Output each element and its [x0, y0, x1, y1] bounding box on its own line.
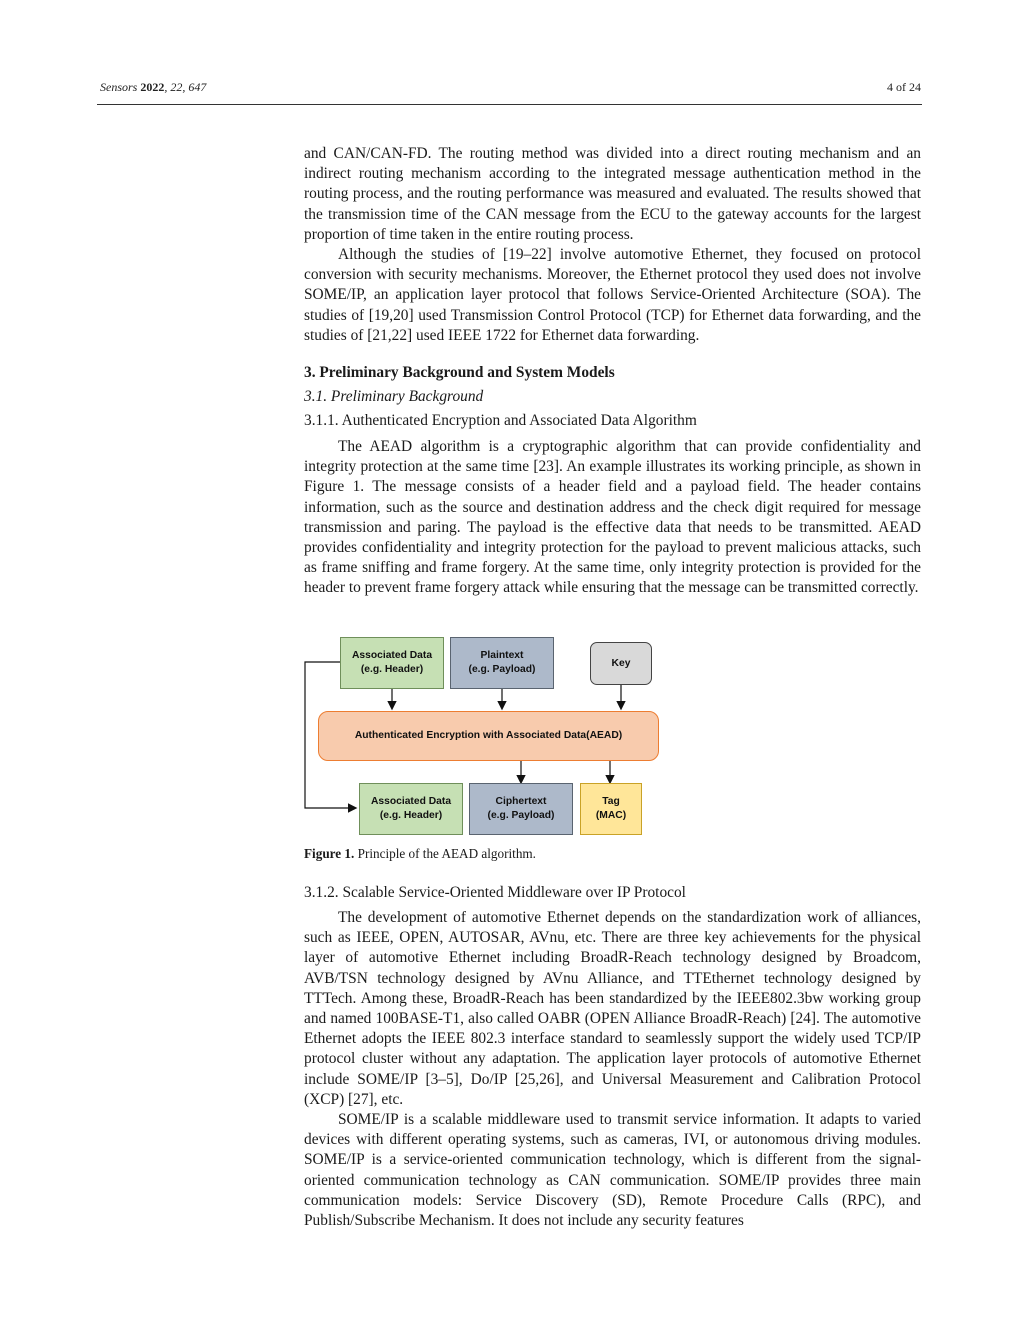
paragraph-5: SOME/IP is a scalable middleware used to…: [304, 1111, 921, 1230]
plaintext-box: Plaintext (e.g. Payload): [450, 637, 554, 689]
figure-caption-label: Figure 1.: [304, 846, 355, 861]
paragraph-3: The AEAD algorithm is a cryptographic al…: [304, 438, 921, 597]
diagram-connectors: [304, 661, 626, 813]
section-heading-wrap: 3. Preliminary Background and System Mod…: [304, 364, 921, 382]
section-heading: 3. Preliminary Background and System Mod…: [304, 364, 615, 381]
key-box: Key: [590, 642, 652, 685]
associated-data-output-box: Associated Data (e.g. Header): [359, 783, 463, 835]
subsubsection-heading-2: 3.1.2. Scalable Service-Oriented Middlew…: [304, 884, 686, 901]
ciphertext-box: Ciphertext (e.g. Payload): [469, 783, 573, 835]
subsubsection-heading-1: 3.1.1. Authenticated Encryption and Asso…: [304, 412, 697, 429]
journal-name: Sensors: [100, 80, 138, 94]
arrow-assoc-bypass: [304, 661, 358, 813]
text-block-top: and CAN/CAN-FD. The routing method was d…: [304, 144, 921, 346]
aead-diagram: Associated Data (e.g. Header) Plaintext …: [300, 633, 666, 843]
text-block-someip: The development of automotive Ethernet d…: [304, 908, 921, 1231]
figure-caption-text: Principle of the AEAD algorithm.: [354, 846, 536, 861]
text-block-aead: The AEAD algorithm is a cryptographic al…: [304, 437, 921, 599]
associated-data-input-box: Associated Data (e.g. Header): [340, 637, 444, 689]
page-number: 4 of 24: [887, 80, 921, 94]
journal-year: 2022: [140, 80, 165, 94]
header-rule: [97, 104, 922, 105]
journal-volume: , 22, 647: [164, 80, 207, 94]
journal-citation: Sensors 2022, 22, 647: [100, 80, 206, 95]
aead-box: Authenticated Encryption with Associated…: [318, 711, 659, 761]
paragraph-4: The development of automotive Ethernet d…: [304, 909, 921, 1108]
figure-caption: Figure 1. Principle of the AEAD algorith…: [304, 846, 536, 862]
subsubsection2-heading-wrap: 3.1.2. Scalable Service-Oriented Middlew…: [304, 884, 921, 902]
paragraph-2: Although the studies of [19–22] involve …: [304, 246, 921, 344]
subsubsection1-heading-wrap: 3.1.1. Authenticated Encryption and Asso…: [304, 412, 921, 430]
paragraph-1: and CAN/CAN-FD. The routing method was d…: [304, 145, 921, 243]
subsection-heading: 3.1. Preliminary Background: [304, 388, 484, 405]
subsection-heading-wrap: 3.1. Preliminary Background: [304, 388, 921, 406]
tag-box: Tag (MAC): [580, 783, 642, 835]
